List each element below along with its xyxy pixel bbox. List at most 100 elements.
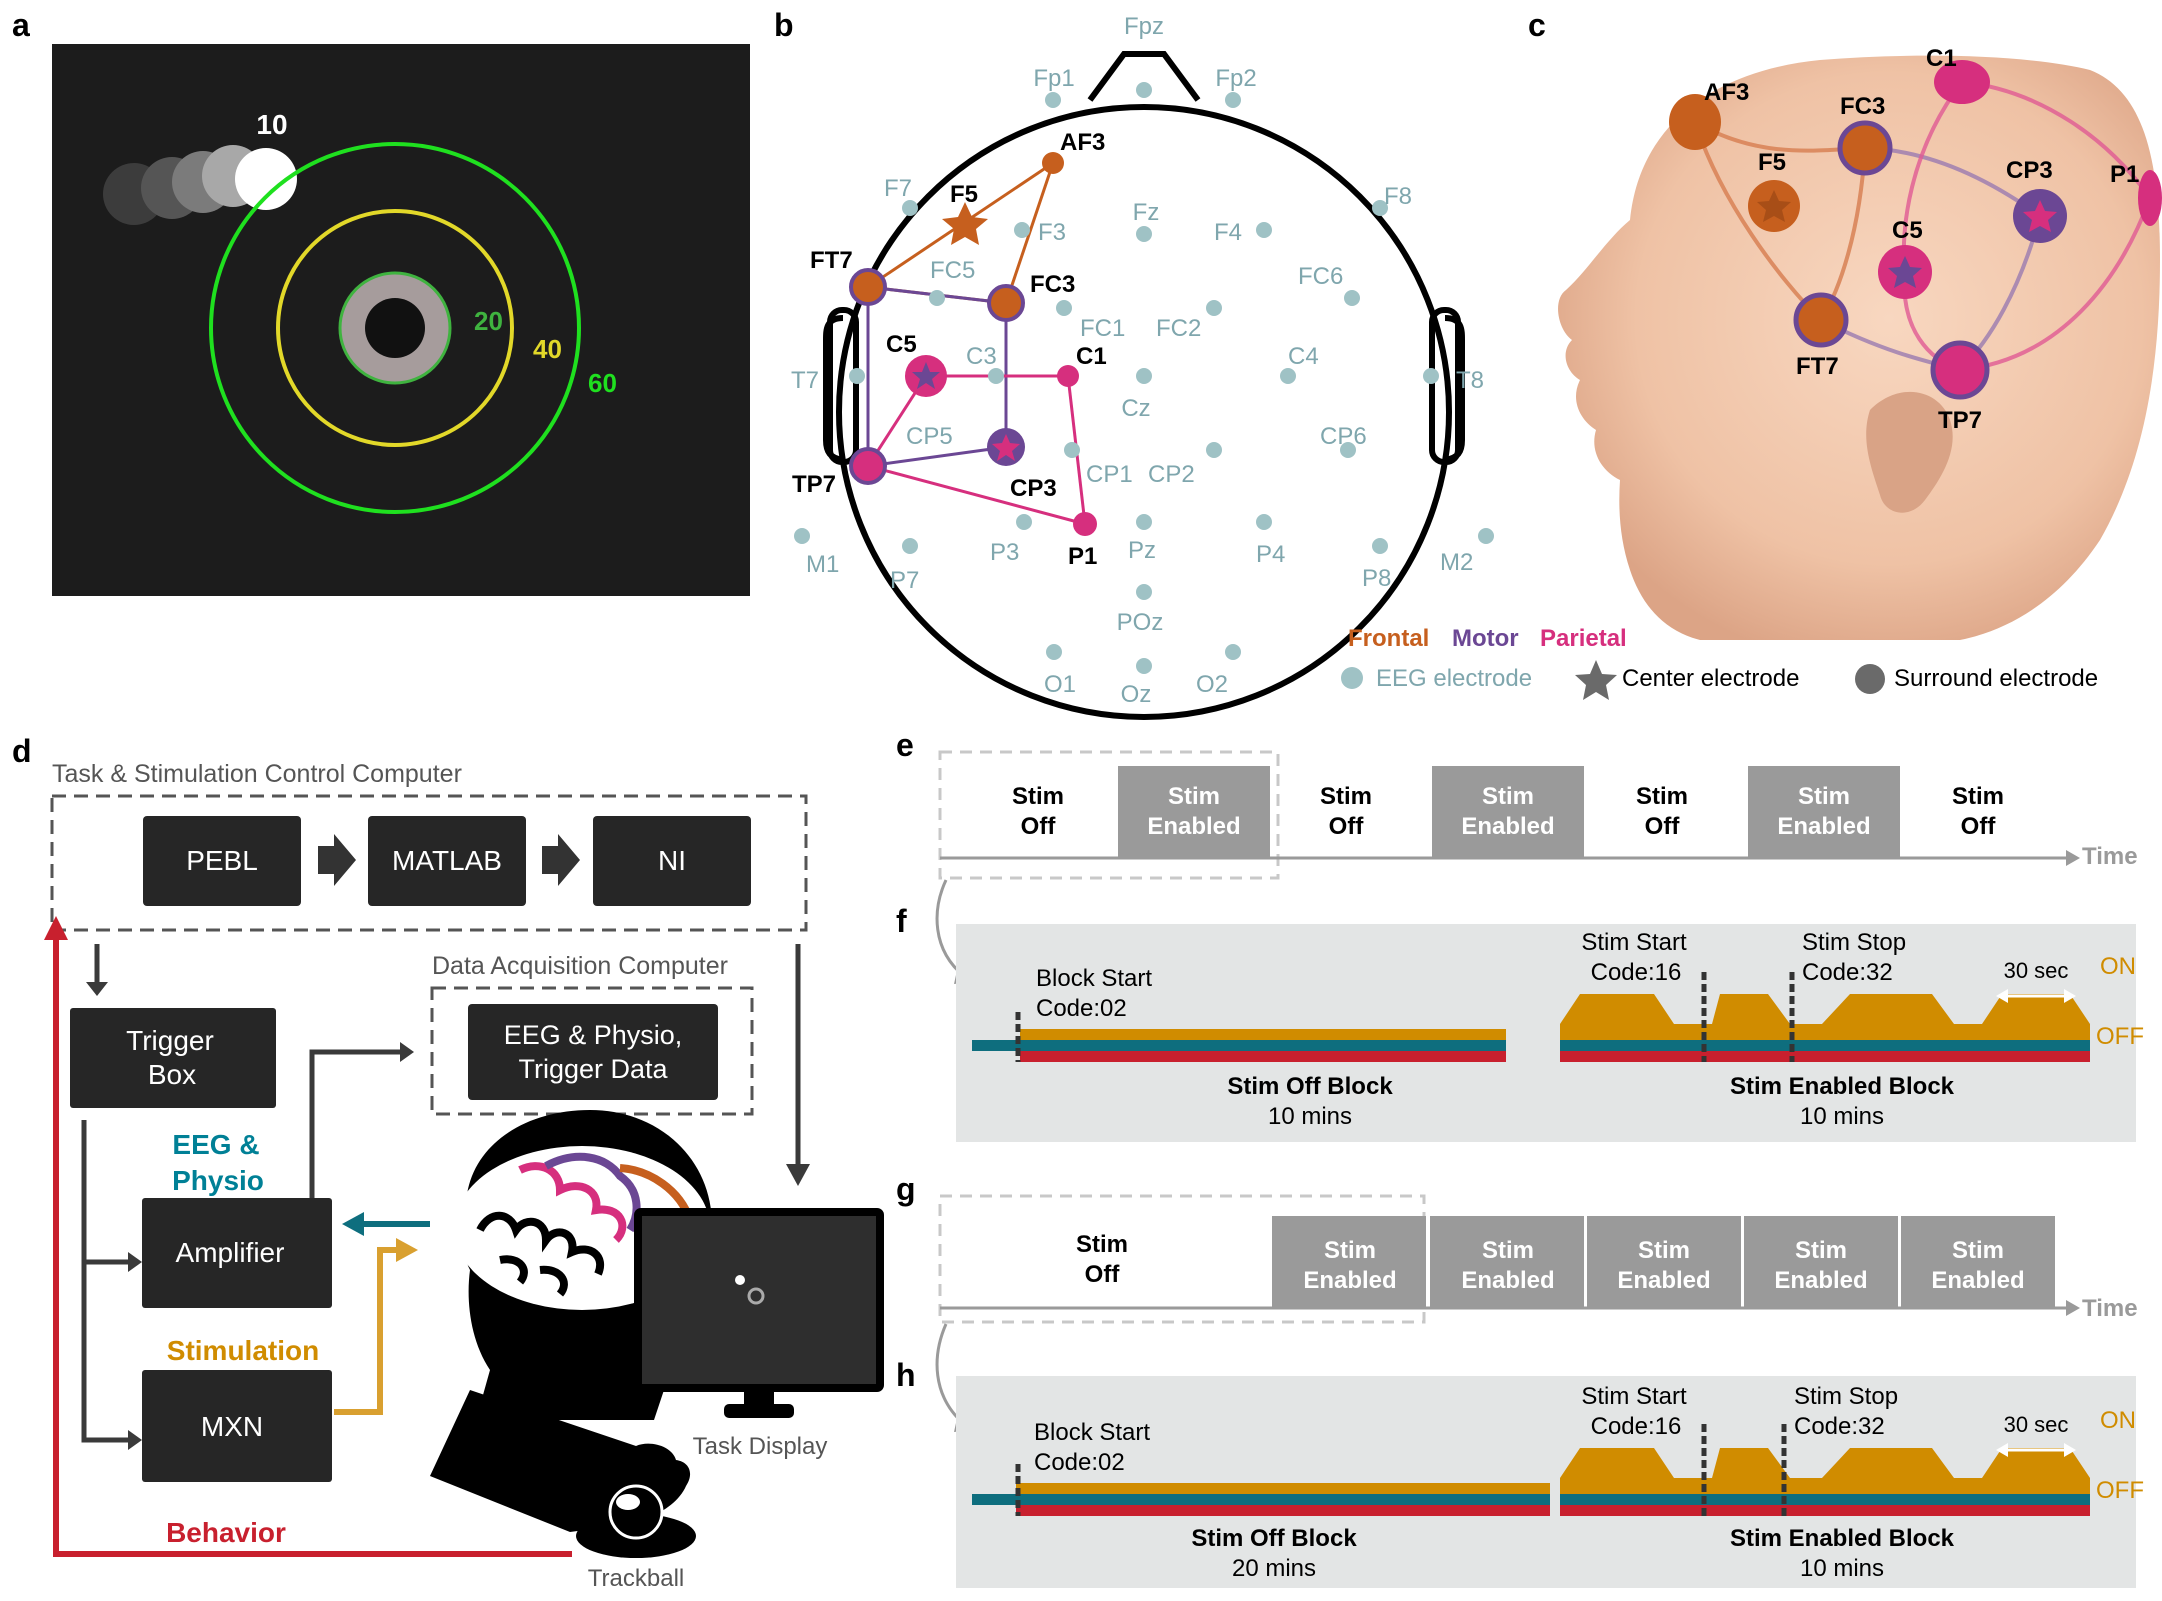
off-block-title-h: Stim Off Block [1191, 1525, 1357, 1552]
ring-label-60: 60 [588, 368, 617, 398]
stim-enabled-block-e-2 [1432, 766, 1584, 858]
brain-parietal-gyri [518, 1162, 627, 1243]
label-FC2: FC2 [1156, 315, 1201, 342]
block-e-4-line2: Off [1645, 813, 1681, 840]
label-Fp2: Fp2 [1215, 65, 1256, 92]
label-C1: C1 [1076, 343, 1107, 370]
block-g-0-line1: Stim [1076, 1231, 1128, 1258]
block-start-label-h-1: Block Start [1034, 1419, 1150, 1446]
electrode-CP3-star [992, 434, 1020, 461]
stim-enabled-block-g-4 [1744, 1216, 1898, 1308]
duration-label-f: 30 sec [2004, 958, 2069, 983]
panel-g: Stim Off Stim Enabled Stim Enabled Stim … [935, 1194, 2138, 1432]
arrow-pebl-matlab [318, 834, 356, 886]
block-g-3-line2: Enabled [1617, 1267, 1710, 1294]
time-axis-g-head [2066, 1300, 2080, 1316]
ring-label-20: 20 [474, 306, 503, 336]
label-C4: C4 [1288, 343, 1319, 370]
panel-d: Task & Stimulation Control Computer PEBL… [44, 760, 884, 1592]
label-F4: F4 [1214, 219, 1242, 246]
label-CP5: CP5 [906, 423, 953, 450]
legend-parietal: Parietal [1540, 625, 1627, 652]
enabled-block-duration-f: 10 mins [1800, 1103, 1884, 1130]
block-g-3-line1: Stim [1638, 1237, 1690, 1264]
head-electrode-labels: AF3 F5 FC3 C1 CP3 P1 C5 FT7 TP7 [1704, 45, 2139, 434]
behavior-label: Behavior [166, 1517, 286, 1548]
panel-labels: a b c d e f g h [12, 7, 1546, 1393]
head-electrode-AF3 [1669, 94, 1721, 150]
electrode-C5-star [912, 362, 940, 389]
block-start-label-h-2: Code:02 [1034, 1449, 1125, 1476]
duration-label-h: 30 sec [2004, 1412, 2069, 1437]
block-highlight-frame-e [938, 750, 1280, 880]
eeg-trace-enabled-f [1560, 1040, 2090, 1051]
block-e-2-line1: Stim [1320, 783, 1372, 810]
head-electrode-F5-star [1757, 190, 1791, 222]
behavior-trace-off-f [1020, 1051, 1506, 1062]
panel-e: Stim Off Stim Enabled Stim Off Stim Enab… [935, 750, 2138, 984]
ni-label: NI [658, 845, 686, 876]
on-label-f: ON [2100, 953, 2136, 980]
label-FC5: FC5 [930, 257, 975, 284]
head-label-F5: F5 [1758, 149, 1786, 176]
panel-a: 10 20 40 60 [52, 44, 750, 596]
behavior-trace-enabled-h [1560, 1505, 2090, 1516]
enabled-block-title-f: Stim Enabled Block [1730, 1073, 1955, 1100]
off-label-f: OFF [2096, 1023, 2144, 1050]
line-trigger-mxn [81, 1120, 132, 1443]
pebl-box [143, 816, 301, 906]
head-electrode-C5-star [1888, 256, 1922, 288]
nose-outline [1087, 51, 1201, 102]
head-label-P1: P1 [2110, 161, 2139, 188]
right-ear-inner [1429, 307, 1461, 465]
ring-label-40: 40 [533, 334, 562, 364]
head-label-TP7: TP7 [1938, 407, 1982, 434]
block-g-1-line1: Stim [1324, 1237, 1376, 1264]
head-electrode-CP3-star [2023, 200, 2057, 232]
target-number: 10 [256, 109, 287, 140]
block-e-1-line2: Enabled [1147, 813, 1240, 840]
panel-c: AF3 F5 FC3 C1 CP3 P1 C5 FT7 TP7 [1558, 45, 2162, 641]
electrode-P1 [1073, 512, 1097, 536]
stim-stop-label-h-2: Code:32 [1794, 1413, 1885, 1440]
display-cursor-dot [735, 1275, 745, 1285]
off-block-duration-f: 10 mins [1268, 1103, 1352, 1130]
label-AF3: AF3 [1060, 129, 1105, 156]
block-e-6-line2: Off [1961, 813, 1997, 840]
panel-label-a: a [12, 7, 30, 43]
brain-gyri [476, 1211, 604, 1297]
stim-trace-off-h [1016, 1483, 1550, 1494]
label-FC3: FC3 [1030, 271, 1075, 298]
block-g-5-line1: Stim [1952, 1237, 2004, 1264]
label-CP2: CP2 [1148, 461, 1195, 488]
eeg-trace-off-h [972, 1494, 1550, 1505]
on-label-h: ON [2100, 1407, 2136, 1434]
block-g-2-line2: Enabled [1461, 1267, 1554, 1294]
head-label-C5: C5 [1892, 217, 1923, 244]
arrow-amp-acquisition-head [400, 1042, 414, 1062]
electrode-AF3 [1042, 152, 1064, 174]
ring-60 [209, 142, 581, 514]
arrow-mxn-brain-head [396, 1238, 418, 1262]
control-computer-title: Task & Stimulation Control Computer [52, 760, 462, 788]
control-computer-frame [50, 794, 808, 932]
duration-arrow-f-left [1996, 989, 2008, 1003]
electrode-FC3 [987, 284, 1025, 322]
block-e-5-line1: Stim [1798, 783, 1850, 810]
label-F5: F5 [950, 181, 978, 208]
duration-arrow-f-right [2064, 989, 2076, 1003]
arrow-ni-display-head [786, 1164, 810, 1186]
stim-enabled-block-e-3 [1748, 766, 1900, 858]
stim-start-label-f-2: Code:16 [1591, 959, 1682, 986]
label-P3: P3 [990, 539, 1019, 566]
ni-box [593, 816, 751, 906]
block-g-4-line1: Stim [1795, 1237, 1847, 1264]
block-sequence-e: Stim Off Stim Enabled Stim Off Stim Enab… [1012, 766, 2004, 858]
electrode-C1 [1057, 365, 1079, 387]
block-e-3-line2: Enabled [1461, 813, 1554, 840]
legend-motor: Motor [1452, 625, 1519, 652]
label-Fpz: Fpz [1124, 13, 1164, 40]
label-FC6: FC6 [1298, 263, 1343, 290]
block-g-5-line2: Enabled [1931, 1267, 2024, 1294]
